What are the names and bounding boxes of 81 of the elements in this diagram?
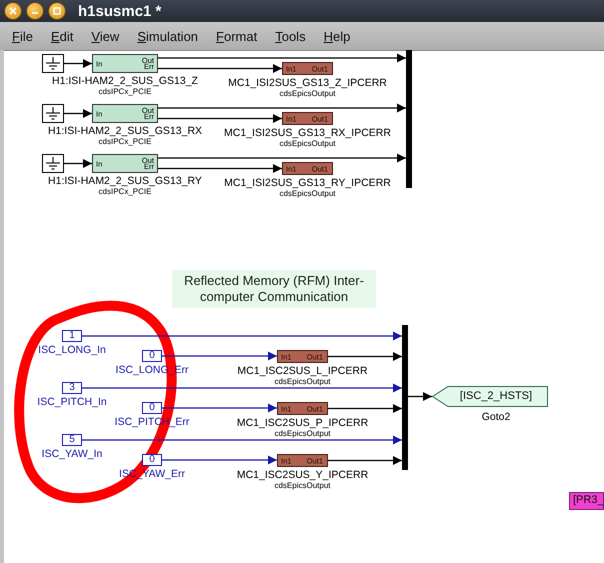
signal-arrow xyxy=(408,392,432,401)
menu-item: Edit xyxy=(50,28,74,44)
ground-block xyxy=(42,104,64,123)
signal-arrow xyxy=(158,164,282,173)
port-number: 3 xyxy=(69,382,75,394)
bus-bar xyxy=(402,325,408,470)
epics-output-block xyxy=(282,112,333,125)
menu-item: File xyxy=(12,28,33,44)
block-name: ISC_PITCH_In xyxy=(37,396,107,408)
ipc-block xyxy=(92,154,158,173)
block-type-label: cdsEpicsOutput xyxy=(279,139,336,148)
block-name: MC1_ISI2SUS_GS13_Z_IPCERR xyxy=(228,77,387,90)
constant-block xyxy=(142,350,162,362)
window-title: h1susmc1 * xyxy=(78,2,162,20)
block-name: MC1_ISC2SUS_Y_IPCERR xyxy=(236,469,368,482)
epics-output-block xyxy=(282,62,333,75)
signal-arrow xyxy=(328,456,402,465)
block-name: MC1_ISC2SUS_P_IPCERR xyxy=(236,417,368,430)
inport-block xyxy=(62,330,82,342)
signal-arrow xyxy=(158,154,406,162)
signal-arrow xyxy=(64,59,92,68)
signal-arrow xyxy=(158,104,406,112)
epics-output-block xyxy=(277,454,328,467)
block-type-label: cdsEpicsOutput xyxy=(274,377,330,386)
port-number: 5 xyxy=(69,434,75,446)
tag-text: [ISC_2_HSTS] xyxy=(460,390,532,404)
epics-output-block xyxy=(277,350,328,363)
signal-arrow xyxy=(158,114,282,123)
goto-tag xyxy=(432,386,548,407)
signal-arrow xyxy=(82,332,402,340)
block-type-label: cdsEpicsOutput xyxy=(274,481,330,490)
signal-arrow xyxy=(64,109,92,118)
goto-tag xyxy=(569,492,604,510)
block-type-label: cdsEpicsOutput xyxy=(279,89,336,98)
tag-text: [PR3_ xyxy=(573,494,604,508)
annotation-text: Reflected Memory (RFM) Inter-computer Communication xyxy=(183,272,365,306)
constant-block xyxy=(142,454,162,466)
port-number: 1 xyxy=(69,330,75,342)
block-type-label: cdsIPCx_PCIE xyxy=(98,137,152,146)
inport-block xyxy=(62,434,82,446)
constant-value: 0 xyxy=(149,454,155,466)
block-name: MC1_ISI2SUS_GS13_RX_IPCERR xyxy=(224,127,391,140)
block-name: MC1_ISC2SUS_L_IPCERR xyxy=(237,365,368,378)
ipc-block xyxy=(92,54,158,73)
ground-block xyxy=(42,154,64,173)
block-name: ISC_YAW_In xyxy=(42,448,102,460)
block-type-label: cdsIPCx_PCIE xyxy=(98,187,152,196)
block-type-label: cdsEpicsOutput xyxy=(279,189,336,198)
ground-block xyxy=(42,54,64,73)
signal-arrow xyxy=(162,404,277,412)
block-name: MC1_ISI2SUS_GS13_RY_IPCERR xyxy=(224,177,391,190)
constant-block xyxy=(142,402,162,414)
block-name: H1:ISI-HAM2_2_SUS_GS13_RX xyxy=(48,125,202,138)
epics-output-block xyxy=(277,402,328,415)
constant-value: 0 xyxy=(149,402,155,414)
signal-arrow xyxy=(158,54,406,62)
menu-item: Format xyxy=(216,28,258,44)
bus-bar xyxy=(406,50,412,188)
signal-arrow xyxy=(64,159,92,168)
signal-arrow xyxy=(328,352,402,361)
signal-arrow xyxy=(162,456,277,464)
constant-value: 0 xyxy=(149,350,155,362)
menu-item: Tools xyxy=(275,28,306,44)
signal-arrow xyxy=(328,404,402,413)
signal-arrow xyxy=(82,436,402,444)
inport-block xyxy=(62,382,82,394)
signal-arrow xyxy=(162,352,277,360)
block-type-label: cdsIPCx_PCIE xyxy=(98,87,152,96)
block-name: H1:ISI-HAM2_2_SUS_GS13_RY xyxy=(48,175,202,188)
menu-item: View xyxy=(91,28,120,44)
annotation-box xyxy=(172,270,376,308)
block-name: H1:ISI-HAM2_2_SUS_GS13_Z xyxy=(52,75,198,88)
block-name: Goto2 xyxy=(482,411,510,424)
signal-arrow xyxy=(82,384,402,392)
signal-arrow xyxy=(158,64,282,73)
menu-item: Simulation xyxy=(137,28,198,44)
block-type-label: cdsEpicsOutput xyxy=(274,429,330,438)
ipc-block xyxy=(92,104,158,123)
menu-item: Help xyxy=(324,28,350,44)
epics-output-block xyxy=(282,162,333,175)
block-name: ISC_LONG_In xyxy=(38,344,106,356)
